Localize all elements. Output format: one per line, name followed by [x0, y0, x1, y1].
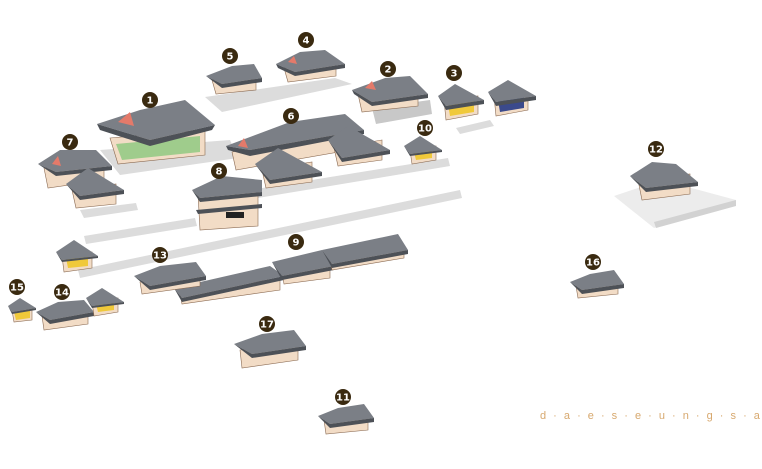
marker-9[interactable]: 9 [288, 234, 304, 250]
buildings [8, 50, 698, 435]
svg-text:11: 11 [336, 393, 350, 404]
svg-text:9: 9 [293, 238, 300, 249]
marker-5[interactable]: 5 [222, 48, 238, 64]
svg-text:17: 17 [260, 320, 274, 331]
marker-16[interactable]: 16 [585, 254, 601, 270]
marker-11[interactable]: 11 [335, 389, 351, 405]
building-1[interactable] [97, 100, 215, 165]
marker-6[interactable]: 6 [283, 108, 299, 124]
marker-4[interactable]: 4 [298, 32, 314, 48]
platform-6 [250, 158, 450, 199]
building-10[interactable] [404, 136, 442, 165]
path-middle [78, 190, 462, 278]
building-14[interactable] [36, 300, 94, 331]
marker-14[interactable]: 14 [54, 284, 70, 300]
building-12[interactable] [630, 162, 698, 201]
svg-text:7: 7 [67, 138, 74, 149]
marker-1[interactable]: 1 [142, 92, 158, 108]
path-upper [84, 218, 197, 244]
brand-text: d · a · e · s · e · u · n · g · s · a [540, 410, 762, 422]
building-4[interactable] [276, 50, 345, 83]
svg-text:12: 12 [649, 145, 663, 156]
building-14b[interactable] [86, 288, 124, 317]
platform-7 [80, 203, 138, 218]
svg-text:8: 8 [216, 167, 223, 178]
building-3b[interactable] [488, 80, 536, 117]
marker-17[interactable]: 17 [259, 316, 275, 332]
svg-text:3: 3 [451, 69, 458, 80]
building-9[interactable] [174, 234, 408, 305]
svg-text:16: 16 [586, 258, 600, 269]
marker-12[interactable]: 12 [648, 141, 664, 157]
svg-text:1: 1 [147, 96, 154, 107]
marker-10[interactable]: 10 [417, 120, 433, 136]
svg-text:5: 5 [227, 52, 234, 63]
marker-2[interactable]: 2 [380, 61, 396, 77]
marker-3[interactable]: 3 [446, 65, 462, 81]
building-6[interactable] [226, 114, 390, 189]
marker-13[interactable]: 13 [152, 247, 168, 263]
building-11[interactable] [318, 404, 374, 435]
building-2[interactable] [352, 76, 428, 113]
svg-text:14: 14 [55, 288, 69, 299]
svg-text:13: 13 [153, 251, 167, 262]
svg-text:2: 2 [385, 65, 392, 76]
building-15[interactable] [8, 298, 36, 323]
svg-text:10: 10 [418, 124, 432, 135]
svg-text:15: 15 [10, 283, 24, 294]
platform-12-edge [654, 200, 736, 228]
platform-5-4 [205, 78, 352, 112]
building-7[interactable] [38, 150, 124, 209]
platform-3 [456, 120, 494, 134]
marker-15[interactable]: 15 [9, 279, 25, 295]
markers: 1 2 3 4 5 6 7 8 9 10 11 12 13 14 15 [9, 32, 664, 405]
building-5[interactable] [206, 64, 262, 95]
svg-text:6: 6 [288, 112, 295, 123]
building-8[interactable] [192, 176, 262, 231]
marker-8[interactable]: 8 [211, 163, 227, 179]
building-3[interactable] [438, 84, 484, 121]
svg-text:4: 4 [303, 36, 310, 47]
building-16[interactable] [570, 270, 624, 299]
marker-7[interactable]: 7 [62, 134, 78, 150]
building-13[interactable] [134, 262, 206, 295]
building-small-left[interactable] [56, 240, 98, 273]
building-17[interactable] [234, 330, 306, 369]
